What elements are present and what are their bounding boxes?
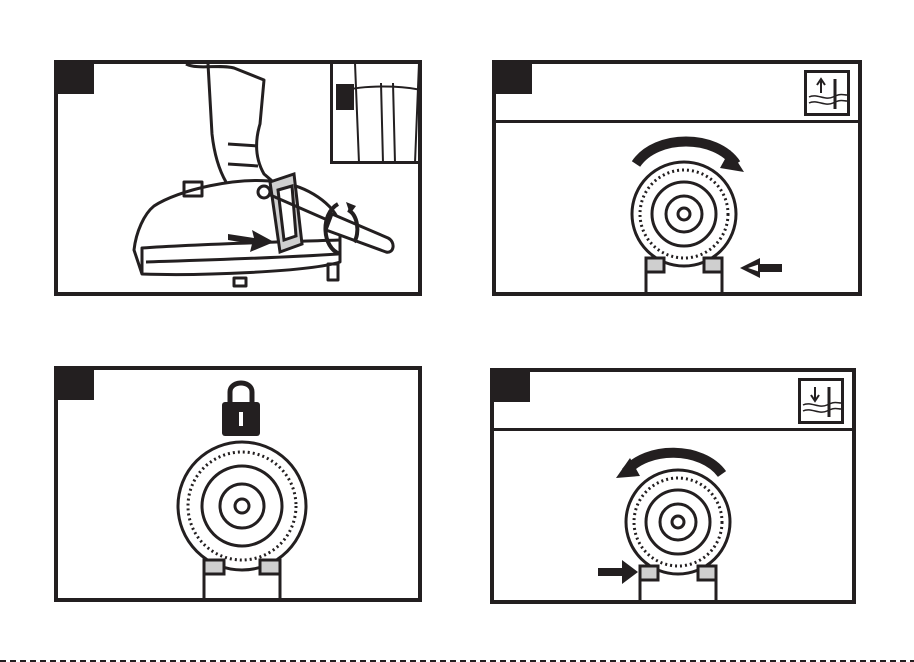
belt-inset-icon — [330, 60, 422, 164]
chuck-front-icon — [58, 370, 422, 602]
panel-reverse — [490, 368, 856, 604]
panel-belt-clip — [54, 60, 422, 296]
push-left-side-arrow-icon — [494, 372, 856, 604]
push-right-side-arrow-icon — [496, 64, 862, 296]
panel-lock — [54, 366, 422, 602]
panel-forward — [492, 60, 862, 296]
